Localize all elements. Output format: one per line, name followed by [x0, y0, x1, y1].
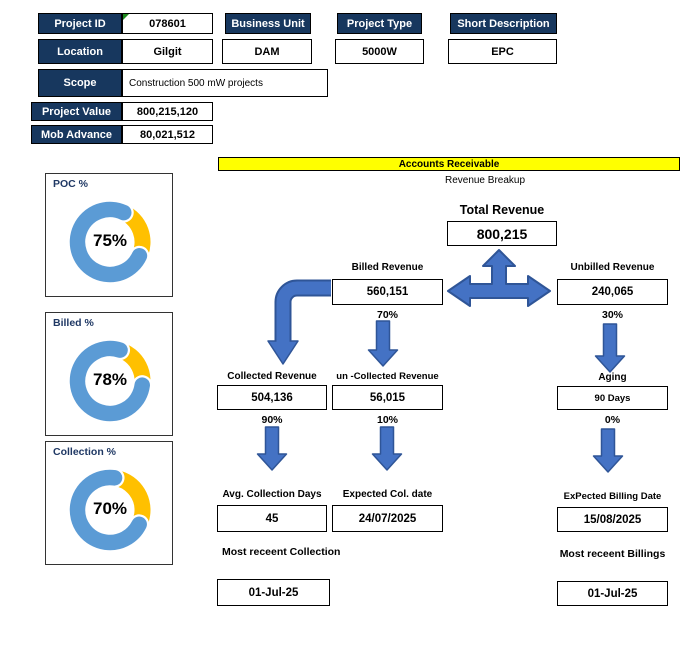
avg-collection-days-label: Avg. Collection Days	[222, 489, 322, 500]
uncollected-revenue-box[interactable]: 56,015	[332, 385, 443, 410]
collected-revenue-percent: 90%	[261, 414, 283, 426]
aging-box[interactable]: 90 Days	[557, 386, 668, 410]
most-recent-billings-box[interactable]: 01-Jul-25	[557, 581, 668, 606]
poc-gauge-title: POC %	[53, 178, 89, 190]
most-recent-collection-box[interactable]: 01-Jul-25	[217, 579, 330, 606]
business-unit-value[interactable]: DAM	[222, 39, 312, 64]
collection-gauge-title: Collection %	[53, 446, 117, 458]
location-label: Location	[38, 39, 122, 64]
billed-gauge-title: Billed %	[53, 317, 94, 329]
project-id-value[interactable]: 078601	[122, 13, 213, 34]
billed-gauge-panel: Billed % 78%	[45, 312, 173, 436]
project-id-label: Project ID	[38, 13, 122, 34]
uncollected-revenue-label: un -Collected Revenue	[336, 371, 439, 382]
billed-revenue-label: Billed Revenue	[351, 262, 424, 273]
collection-gauge-value: 70%	[92, 499, 128, 518]
mob-advance-label: Mob Advance	[31, 125, 122, 144]
unbilled-revenue-box[interactable]: 240,065	[557, 279, 668, 305]
project-value-value[interactable]: 800,215,120	[122, 102, 213, 121]
billed-revenue-percent: 70%	[376, 309, 398, 321]
collection-donut-chart	[67, 467, 153, 553]
avg-collection-days-box[interactable]: 45	[217, 505, 327, 532]
location-value[interactable]: Gilgit	[122, 39, 213, 64]
project-type-label: Project Type	[337, 13, 422, 34]
unbilled-revenue-label: Unbilled Revenue	[570, 262, 655, 273]
revenue-breakup-subtitle: Revenue Breakup	[444, 175, 526, 186]
collected-revenue-box[interactable]: 504,136	[217, 385, 327, 410]
collection-gauge-panel: Collection % 70%	[45, 441, 173, 565]
project-type-value[interactable]: 5000W	[335, 39, 424, 64]
expected-billing-date-label: ExPected Billing Date	[563, 491, 662, 502]
mob-advance-value[interactable]: 80,021,512	[122, 125, 213, 144]
billed-revenue-box[interactable]: 560,151	[332, 279, 443, 305]
unbilled-revenue-percent: 30%	[601, 309, 623, 321]
short-description-label: Short Description	[450, 13, 557, 34]
poc-donut-chart	[67, 199, 153, 285]
scope-label: Scope	[38, 69, 122, 97]
expected-billing-date-box[interactable]: 15/08/2025	[557, 507, 668, 532]
poc-gauge-value: 75%	[92, 231, 128, 250]
collected-revenue-label: Collected Revenue	[227, 371, 317, 382]
billed-gauge-value: 78%	[92, 370, 128, 389]
expected-col-date-box[interactable]: 24/07/2025	[332, 505, 443, 532]
project-value-label: Project Value	[31, 102, 122, 121]
accounts-receivable-banner: Accounts Receivable	[218, 157, 680, 171]
total-revenue-box[interactable]: 800,215	[447, 221, 557, 246]
most-recent-collection-label: Most receent Collection	[222, 546, 341, 558]
scope-value[interactable]: Construction 500 mW projects	[122, 69, 328, 97]
poc-gauge-panel: POC % 75%	[45, 173, 173, 297]
short-description-value[interactable]: EPC	[448, 39, 557, 64]
most-recent-billings-label: Most receent Billings	[559, 548, 666, 560]
total-revenue-label: Total Revenue	[459, 203, 545, 217]
billed-donut-chart	[67, 338, 153, 424]
uncollected-revenue-percent: 10%	[376, 414, 398, 426]
aging-percent: 0%	[604, 414, 621, 426]
expected-col-date-label: Expected Col. date	[342, 489, 433, 500]
cell-error-triangle	[123, 14, 129, 20]
business-unit-label: Business Unit	[225, 13, 311, 34]
aging-label: Aging	[598, 372, 627, 383]
